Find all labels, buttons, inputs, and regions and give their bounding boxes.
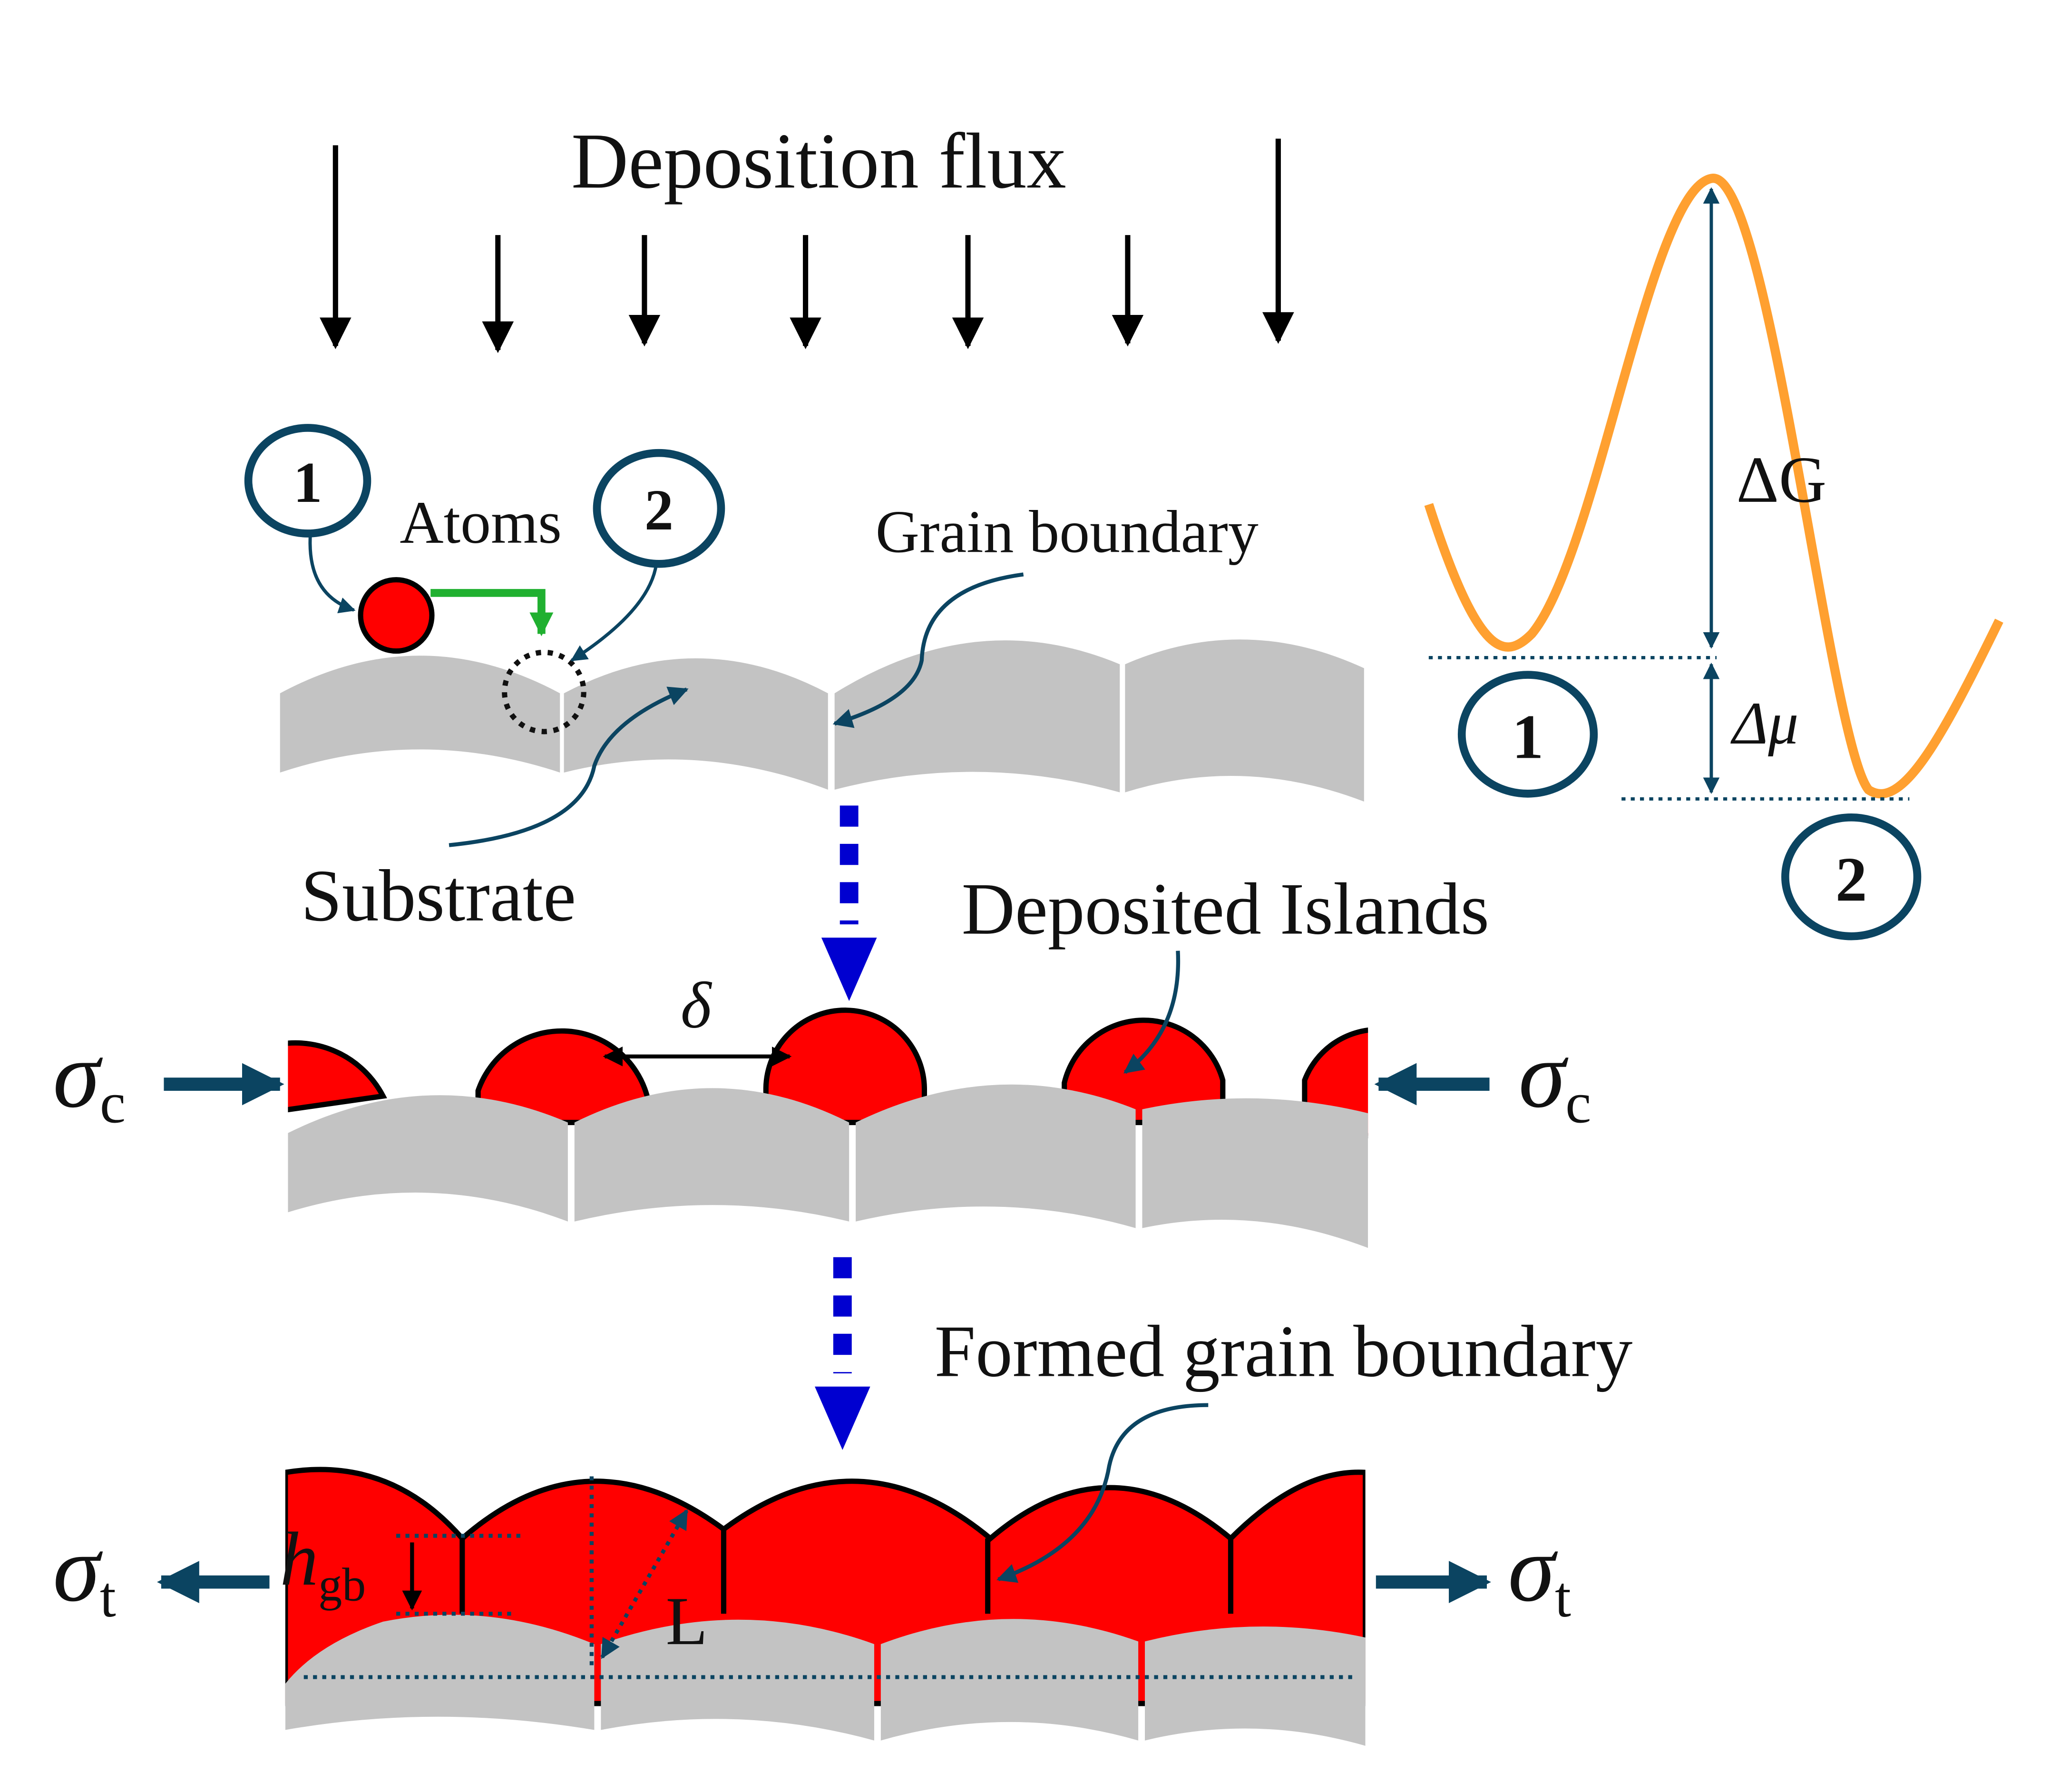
pointer-1 bbox=[308, 533, 356, 614]
bottom-substrate bbox=[285, 1615, 1366, 1746]
atoms-label: Atoms bbox=[400, 489, 562, 556]
reference-lines bbox=[303, 1476, 1357, 1679]
hop-path bbox=[430, 589, 554, 637]
svg-text:σc: σc bbox=[1519, 1022, 1591, 1135]
state-1-marker: 1 bbox=[1457, 671, 1598, 798]
deposited-islands-pointer bbox=[1123, 950, 1181, 1074]
delta-label: δ bbox=[681, 969, 713, 1042]
formed-grain-boundaries bbox=[459, 1529, 1234, 1614]
substrate-grain bbox=[880, 1619, 1139, 1741]
state-1-marker-top: 1 bbox=[244, 424, 371, 538]
process-arrow-1 bbox=[821, 805, 877, 1001]
grain-size-label: L bbox=[666, 1583, 708, 1659]
substrate-grain bbox=[1142, 1098, 1368, 1248]
middle-stage bbox=[288, 1008, 1368, 1248]
svg-text:2: 2 bbox=[644, 478, 674, 542]
pointer-2 bbox=[570, 563, 658, 662]
atom bbox=[358, 577, 435, 654]
delta-g-label: ΔG bbox=[1737, 443, 1826, 517]
process-arrow-2 bbox=[815, 1257, 870, 1450]
svg-text:σt: σt bbox=[53, 1516, 116, 1629]
substrate-grain bbox=[574, 1088, 849, 1222]
svg-text:σt: σt bbox=[1508, 1516, 1571, 1629]
target-site bbox=[502, 649, 586, 734]
substrate-grain bbox=[288, 1095, 568, 1222]
substrate-grain bbox=[285, 1615, 595, 1730]
substrate-grain bbox=[1125, 639, 1364, 802]
bottom-stage bbox=[285, 1467, 1366, 1746]
island bbox=[288, 1040, 387, 1113]
deposition-flux-label: Deposition flux bbox=[571, 118, 1066, 205]
formed-grain-boundary-pointer bbox=[996, 1403, 1209, 1583]
substrate-pointer bbox=[449, 686, 689, 847]
energy-curve bbox=[1424, 174, 2003, 799]
substrate-grain bbox=[856, 1084, 1136, 1228]
middle-substrate bbox=[288, 1084, 1368, 1248]
grain-boundary-label: Grain boundary bbox=[876, 498, 1259, 565]
deposition-flux-arrows bbox=[320, 138, 1294, 353]
delta-mu-label: Δμ bbox=[1730, 689, 1798, 757]
grain-size-arrow bbox=[600, 1509, 689, 1659]
svg-text:1: 1 bbox=[1512, 701, 1544, 772]
tensile-stress-right: σt bbox=[1376, 1516, 1571, 1629]
substrate-grain bbox=[1145, 1626, 1366, 1746]
compressive-stress-left: σc bbox=[53, 1022, 284, 1136]
compressive-stress-right: σc bbox=[1374, 1022, 1591, 1136]
substrate-grain bbox=[601, 1619, 874, 1741]
state-2-marker-top: 2 bbox=[593, 449, 725, 568]
grain-boundary-pointer bbox=[832, 572, 1024, 728]
energy-landscape: ΔG Δμ 1 2 bbox=[1424, 174, 2003, 940]
svg-text:1: 1 bbox=[293, 450, 322, 515]
substrate-label: Substrate bbox=[301, 854, 576, 937]
hgb-label: hgb bbox=[280, 1517, 366, 1611]
formed-grain-boundary-label: Formed grain boundary bbox=[935, 1310, 1633, 1392]
tensile-stress-left: σt bbox=[53, 1516, 270, 1629]
substrate-grain bbox=[564, 658, 828, 790]
deposited-islands-label: Deposited Islands bbox=[962, 868, 1489, 950]
svg-text:2: 2 bbox=[1835, 844, 1867, 914]
substrate-grain bbox=[834, 640, 1120, 793]
substrate-grain bbox=[280, 656, 560, 773]
svg-text:σc: σc bbox=[53, 1022, 126, 1135]
top-substrate bbox=[280, 639, 1364, 802]
state-2-marker: 2 bbox=[1781, 813, 1922, 940]
